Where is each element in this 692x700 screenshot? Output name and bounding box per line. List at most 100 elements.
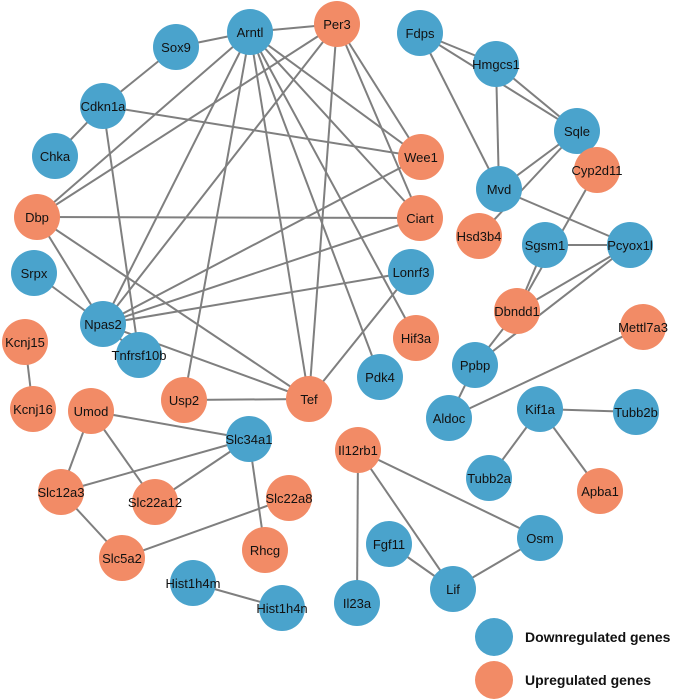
node-slc22a12: Slc22a12	[128, 479, 182, 525]
node-slc22a8: Slc22a8	[266, 475, 312, 521]
node-circle-sgsm1	[522, 222, 568, 268]
edge-per3-wee1	[336, 23, 422, 158]
legend-label-down: Downregulated genes	[525, 629, 671, 645]
node-circle-arntl	[227, 9, 273, 55]
node-ppbp: Ppbp	[452, 342, 498, 388]
node-circle-hist1h4m	[170, 560, 216, 606]
node-label-hif3a: Hif3a	[401, 331, 432, 346]
node-fdps: Fdps	[397, 10, 443, 56]
edge-slc34a1-slc12a3	[60, 438, 250, 493]
node-slc12a3: Slc12a3	[38, 469, 85, 515]
edge-arntl-npas2	[102, 31, 251, 325]
node-chka: Chka	[32, 133, 78, 179]
node-sgsm1: Sgsm1	[522, 222, 568, 268]
node-label-slc22a12: Slc22a12	[128, 495, 182, 510]
node-circle-tubb2a	[466, 455, 512, 501]
node-label-fdps: Fdps	[406, 26, 435, 41]
legend-swatch-down	[475, 618, 513, 656]
node-kcnj15: Kcnj15	[2, 319, 48, 365]
node-wee1: Wee1	[398, 134, 444, 180]
node-label-slc5a2: Slc5a2	[102, 551, 142, 566]
node-circle-srpx	[11, 250, 57, 296]
edge-per3-tef	[308, 23, 338, 400]
node-circle-sqle	[554, 108, 600, 154]
node-label-lif: Lif	[446, 582, 460, 597]
node-circle-tubb2b	[613, 389, 659, 435]
node-circle-kcnj16	[10, 386, 56, 432]
edge-arntl-hif3a	[249, 31, 417, 339]
edge-arntl-ciart	[249, 31, 421, 219]
node-label-tubb2a: Tubb2a	[467, 471, 511, 486]
node-label-mettl7a3: Mettl7a3	[618, 320, 668, 335]
node-slc5a2: Slc5a2	[99, 535, 145, 581]
node-label-hsd3b4: Hsd3b4	[457, 229, 502, 244]
node-label-arntl: Arntl	[237, 25, 264, 40]
edge-umod-slc34a1	[90, 410, 250, 440]
node-label-hmgcs1: Hmgcs1	[472, 57, 520, 72]
node-circle-kif1a	[517, 386, 563, 432]
node-kcnj16: Kcnj16	[10, 386, 56, 432]
node-sqle: Sqle	[554, 108, 600, 154]
node-tef: Tef	[286, 376, 332, 422]
node-kif1a: Kif1a	[517, 386, 563, 432]
edge-arntl-usp2	[183, 31, 251, 401]
legend-label-up: Upregulated genes	[525, 672, 651, 688]
node-label-ciart: Ciart	[406, 211, 434, 226]
edge-mvd-pcyox1l	[498, 188, 631, 246]
node-sox9: Sox9	[153, 24, 199, 70]
node-pdk4: Pdk4	[357, 354, 403, 400]
node-circle-slc12a3	[38, 469, 84, 515]
node-label-dbndd1: Dbndd1	[494, 304, 540, 319]
node-label-lonrf3: Lonrf3	[393, 265, 430, 280]
edge-mettl7a3-aldoc	[448, 326, 644, 419]
node-label-il23a: Il23a	[343, 596, 372, 611]
node-tubb2b: Tubb2b	[613, 389, 659, 435]
node-circle-slc34a1	[226, 416, 272, 462]
node-mettl7a3: Mettl7a3	[618, 304, 668, 350]
node-label-slc12a3: Slc12a3	[38, 485, 85, 500]
node-hsd3b4: Hsd3b4	[456, 213, 502, 259]
node-circle-apba1	[577, 468, 623, 514]
node-circle-pdk4	[357, 354, 403, 400]
node-label-cyp2d11: Cyp2d11	[571, 163, 622, 178]
node-dbndd1: Dbndd1	[494, 288, 540, 334]
edge-arntl-pdk4	[249, 31, 381, 378]
node-label-mvd: Mvd	[487, 182, 512, 197]
edge-cdkn1a-wee1	[102, 105, 422, 158]
node-circle-tef	[286, 376, 332, 422]
node-circle-cyp2d11	[574, 147, 620, 193]
node-label-apba1: Apba1	[581, 484, 619, 499]
node-label-sqle: Sqle	[564, 124, 590, 139]
node-circle-aldoc	[426, 395, 472, 441]
node-circle-mvd	[476, 166, 522, 212]
edge-fdps-mvd	[419, 32, 500, 190]
node-hmgcs1: Hmgcs1	[472, 41, 520, 87]
node-arntl: Arntl	[227, 9, 273, 55]
node-label-ppbp: Ppbp	[460, 358, 490, 373]
edge-per3-ciart	[336, 23, 421, 219]
node-slc34a1: Slc34a1	[226, 416, 272, 462]
node-circle-tnfrsf10b	[116, 332, 162, 378]
legend-swatch-up	[475, 661, 513, 699]
node-label-il12rb1: Il12rb1	[338, 443, 378, 458]
edge-dbp-tef	[36, 216, 310, 400]
node-circle-cdkn1a	[80, 83, 126, 129]
node-circle-lif	[430, 566, 476, 612]
node-circle-fdps	[397, 10, 443, 56]
node-osm: Osm	[517, 515, 563, 561]
node-umod: Umod	[68, 388, 114, 434]
node-circle-sox9	[153, 24, 199, 70]
edge-per3-dbp	[36, 23, 338, 218]
node-circle-osm	[517, 515, 563, 561]
edge-slc22a8-slc5a2	[121, 497, 290, 559]
node-npas2: Npas2	[80, 301, 126, 347]
node-label-kif1a: Kif1a	[525, 402, 555, 417]
edge-pcyox1l-ppbp	[474, 244, 631, 366]
node-label-osm: Osm	[526, 531, 553, 546]
node-circle-fgf11	[366, 521, 412, 567]
node-label-npas2: Npas2	[84, 317, 122, 332]
node-label-cdkn1a: Cdkn1a	[81, 99, 127, 114]
node-label-tubb2b: Tubb2b	[614, 405, 658, 420]
